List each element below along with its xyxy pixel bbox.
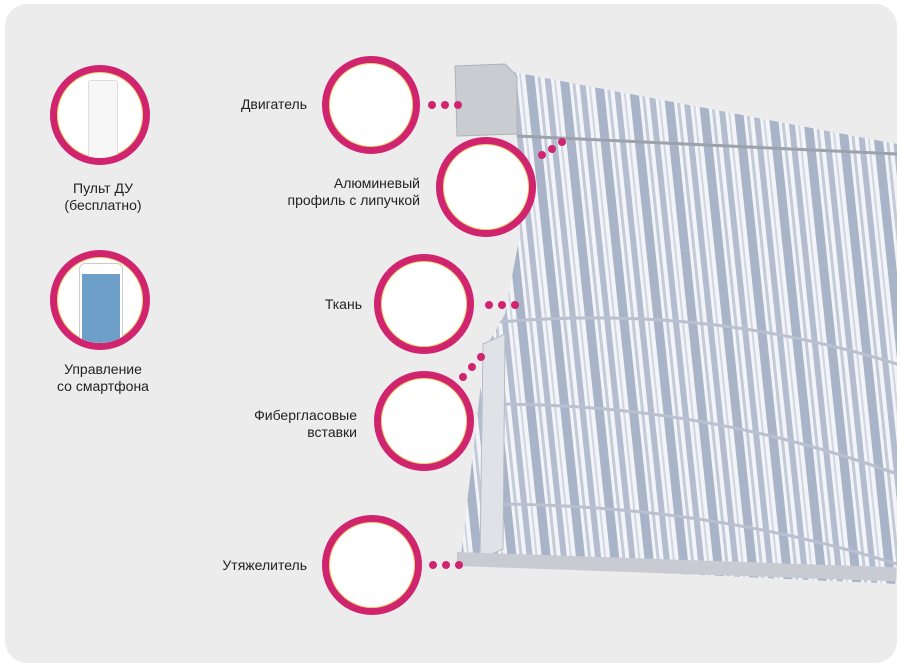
weight-label: Утяжелитель <box>222 557 307 573</box>
fiberglass-circle <box>374 371 474 471</box>
fabric-circle <box>374 254 474 354</box>
profile-circle <box>436 137 536 237</box>
roman-blind-illustration <box>454 63 897 584</box>
smartphone-circle <box>50 250 150 350</box>
motor-circle <box>322 56 420 154</box>
remote-control-icon <box>88 80 118 158</box>
fabric-label: Ткань <box>324 296 362 312</box>
smartphone-icon <box>79 263 123 343</box>
fabric-folds <box>460 234 897 584</box>
weight-circle <box>322 515 422 615</box>
weight-bar <box>456 552 897 582</box>
motor-label: Двигатель <box>240 96 307 112</box>
motor-box <box>454 63 518 137</box>
remote-label: Пульт ДУ(бесплатно) <box>64 180 142 213</box>
fiberglass-insert <box>479 333 506 560</box>
remote-control-circle <box>50 65 150 165</box>
fabric-top-panel <box>513 72 897 272</box>
